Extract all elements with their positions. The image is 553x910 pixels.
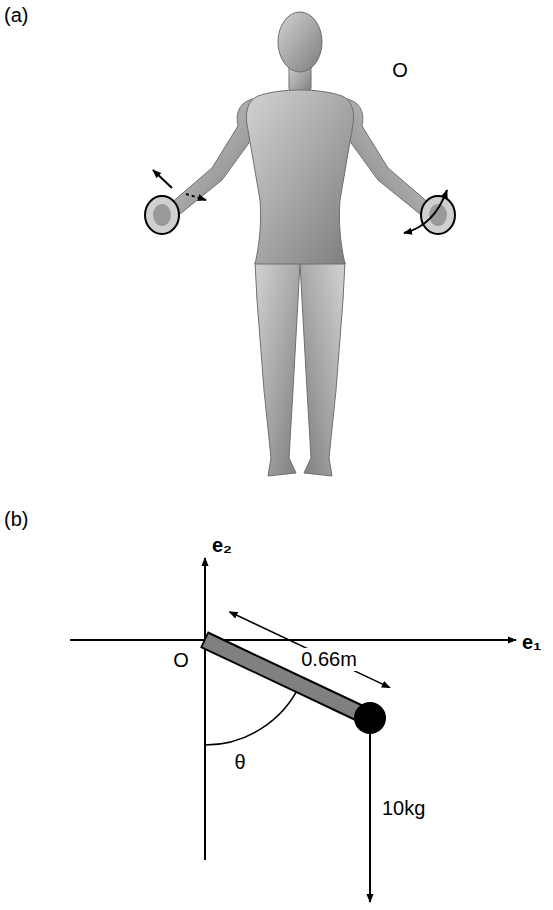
arm-rod	[204, 640, 370, 719]
mass-label: 10kg	[382, 797, 425, 820]
human-figure	[170, 12, 430, 476]
point-label: O	[392, 59, 408, 82]
panel-letter: (a)	[4, 4, 28, 27]
motion-arrow	[153, 170, 447, 233]
point-label: O	[173, 649, 189, 672]
angle-label: θ	[234, 751, 245, 774]
angle-arc	[205, 685, 300, 745]
dimension-label: 0.66m	[298, 648, 360, 671]
axes	[70, 558, 516, 860]
mass-ball	[354, 702, 386, 734]
weight-arrow	[369, 734, 371, 902]
dumbbell	[145, 196, 455, 234]
axis-label: e₂	[212, 534, 232, 557]
dimension-arrow	[229, 612, 390, 688]
axis-label: e₁	[522, 631, 541, 654]
panel-letter: (b)	[4, 508, 28, 531]
